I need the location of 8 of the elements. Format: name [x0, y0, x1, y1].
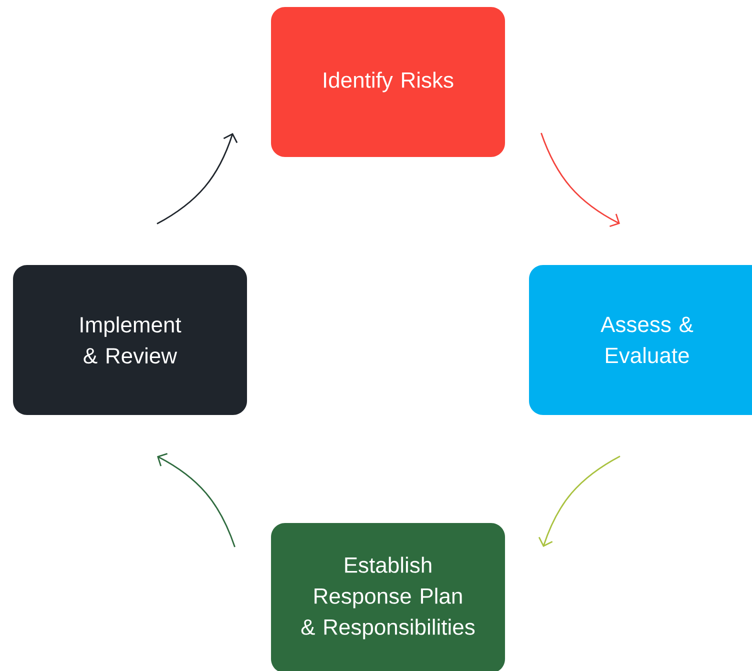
arrow [157, 453, 236, 548]
process-box: Assess & Evaluate [529, 265, 752, 415]
arrow [538, 456, 620, 547]
process-box: Implement & Review [13, 265, 247, 415]
process-box: Identify Risks [271, 7, 505, 157]
process-box: Establish Response Plan & Responsibilities [271, 523, 505, 671]
arrow [540, 132, 620, 228]
arrow [156, 133, 238, 224]
